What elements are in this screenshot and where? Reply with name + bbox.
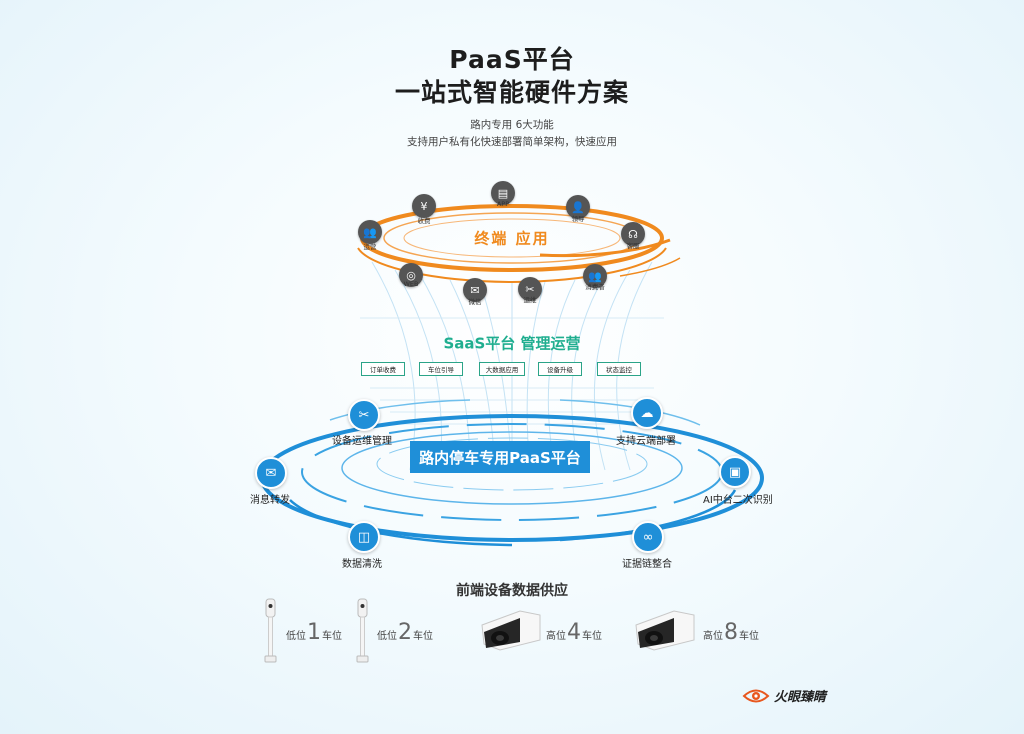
device-prefix: 高位 <box>703 631 723 642</box>
page-title-line1: PaaS平台 <box>449 45 575 74</box>
paas-feature-label: 支持云端部署 <box>616 436 676 447</box>
device-prefix: 低位 <box>286 631 306 642</box>
terminal-item-label: APP <box>496 200 510 208</box>
device-suffix: 车位 <box>739 631 759 642</box>
device-suffix: 车位 <box>582 631 602 642</box>
leader-icon: 👤 <box>566 195 590 219</box>
device-suffix: 车位 <box>413 631 433 642</box>
grid-lines <box>360 317 664 425</box>
terminal-item-label: 领导 <box>571 215 585 223</box>
low-pole-device-1 <box>264 598 277 663</box>
group-icon: 👥 <box>358 220 382 244</box>
device-number: 4 <box>567 620 581 645</box>
terminal-item-label: 消费者 <box>585 283 605 291</box>
link-icon: ∞ <box>632 521 664 553</box>
cloud-icon: ☁ <box>631 397 663 429</box>
terminal-item-label: 收费 <box>417 217 431 225</box>
saas-tag: 订单收费 <box>361 362 405 376</box>
tools-icon: ✂ <box>518 277 542 301</box>
subtitle-line2: 支持用户私有化快速部署简单架构，快速应用 <box>407 136 617 148</box>
device-prefix: 高位 <box>546 631 566 642</box>
eye-logo-icon <box>742 689 770 702</box>
device-prefix: 低位 <box>377 631 397 642</box>
front-end-title: 前端设备数据供应 <box>456 583 568 599</box>
low-pole-device-2 <box>356 598 369 663</box>
high-camera-device-2 <box>635 610 695 651</box>
tools-icon: ✂ <box>348 399 380 431</box>
paas-feature-label: 证据链整合 <box>622 559 672 570</box>
paas-feature-label: 消息转发 <box>250 495 290 506</box>
high-camera-device-1 <box>481 610 541 651</box>
page-title-line2: 一站式智能硬件方案 <box>394 78 629 107</box>
paas-feature-label: AI中台二次识别 <box>703 495 773 506</box>
headset-icon: ☊ <box>621 222 645 246</box>
paas-feature-label: 设备运维管理 <box>332 436 392 447</box>
terminal-item-label: 客服 <box>626 242 640 250</box>
paas-platform-box: 路内停车专用PaaS平台 <box>410 441 590 473</box>
terminal-item-label: 微信 <box>468 298 482 306</box>
terminal-item-label: 运营 <box>363 243 377 251</box>
basket-icon: ◫ <box>348 521 380 553</box>
wechat-icon: ✉ <box>463 278 487 302</box>
device-number: 2 <box>398 620 412 645</box>
subtitle-line1: 路内专用 6大功能 <box>470 119 554 131</box>
paas-feature-label: 数据清洗 <box>342 559 382 570</box>
brand-name: 火眼臻睛 <box>774 690 827 705</box>
brand-logo: 火眼臻睛 <box>742 686 826 705</box>
saas-tag: 车位引导 <box>419 362 463 376</box>
message-icon: ✉ <box>255 457 287 489</box>
terminal-item-label: WEB <box>403 280 419 288</box>
device-number: 1 <box>307 620 321 645</box>
monitor-icon: ▣ <box>719 456 751 488</box>
terminal-item-label: 运维 <box>523 296 537 304</box>
users-icon: 👥 <box>583 264 607 288</box>
app-icon: ▤ <box>491 181 515 205</box>
device-suffix: 车位 <box>322 631 342 642</box>
saas-tag: 状态监控 <box>597 362 641 376</box>
saas-tag: 设备升级 <box>538 362 582 376</box>
globe-icon: ◎ <box>399 263 423 287</box>
saas-tag: 大数据应用 <box>479 362 525 376</box>
saas-title: SaaS平台 管理运营 <box>443 334 581 353</box>
device-number: 8 <box>724 620 738 645</box>
device-graphics <box>264 598 695 663</box>
yuan-icon: ¥ <box>412 194 436 218</box>
terminal-ring-label: 终端 应用 <box>474 229 550 248</box>
